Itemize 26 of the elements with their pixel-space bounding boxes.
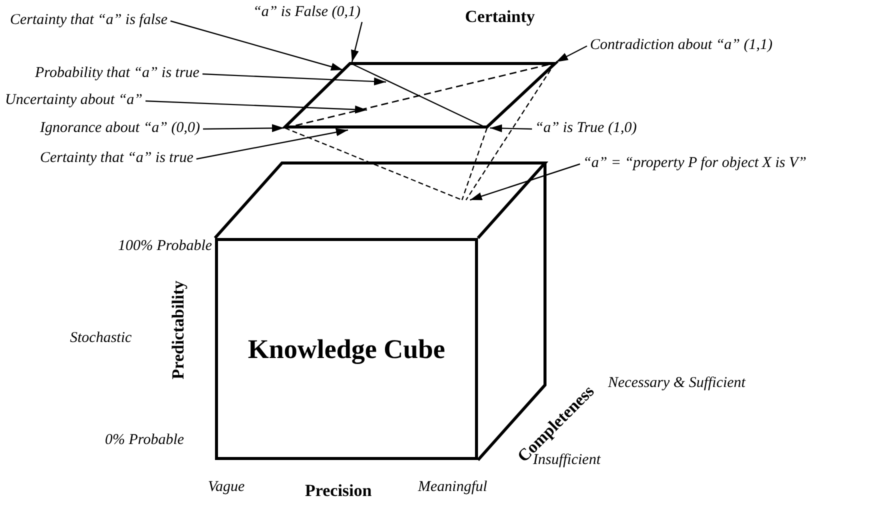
axis-label: Stochastic (70, 329, 132, 347)
annotation-text: Certainty that “a” is true (40, 149, 194, 167)
annotation-text: “a” is False (0,1) (253, 3, 361, 21)
annotation-text: Probability that “a” is true (35, 64, 200, 82)
leader-arrow (470, 163, 580, 201)
axis-label: Necessary & Sufficient (608, 374, 746, 392)
axis-label: 100% Probable (118, 237, 212, 255)
cube-front-face (215, 238, 478, 460)
annotation-text: Uncertainty about “a” (5, 91, 142, 109)
cube-title: Knowledge Cube (248, 334, 446, 364)
axis-label: 0% Probable (105, 431, 184, 449)
annotation-text: “a” is True (1,0) (535, 119, 637, 137)
leader-arrow (556, 45, 588, 63)
leader-arrow (196, 128, 348, 160)
annotation-text: Contradiction about “a” (1,1) (590, 36, 773, 54)
axis-label: Meaningful (418, 478, 488, 496)
leader-arrow (351, 22, 363, 62)
annotation-text: Certainty that “a” is false (10, 11, 168, 29)
annotation-text: Ignorance about “a” (0,0) (40, 119, 200, 137)
heading: Precision (305, 482, 372, 500)
leader-arrow (203, 124, 284, 132)
heading: Certainty (465, 8, 535, 26)
axis-label: Vague (208, 478, 245, 496)
annotation-text: “a” = “property P for object X is V” (583, 154, 806, 172)
leader-arrow (170, 20, 344, 71)
axis-title: Predictability (168, 280, 187, 380)
